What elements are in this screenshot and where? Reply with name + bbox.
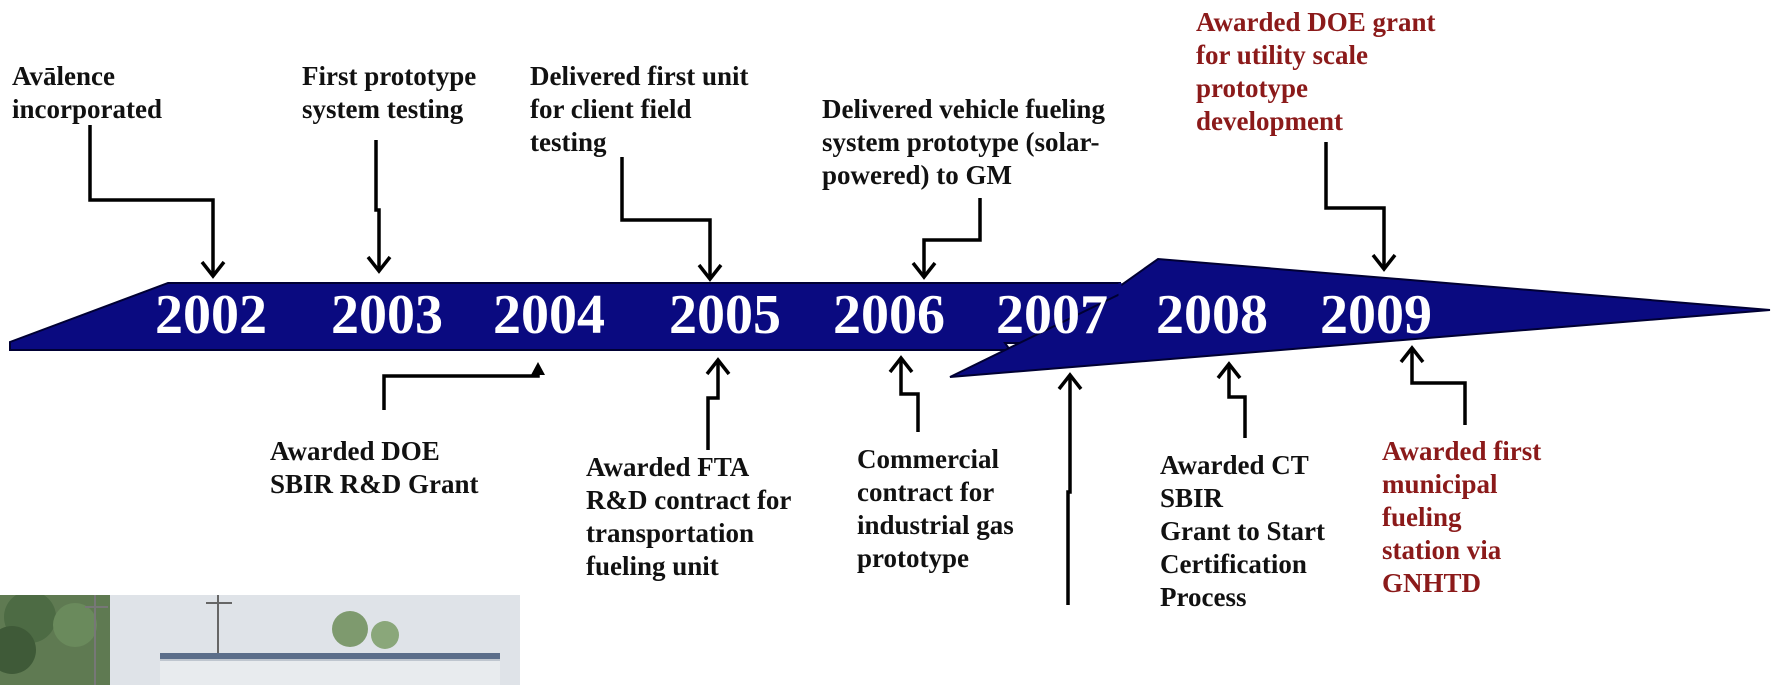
- connector-2007-below: [1066, 375, 1072, 605]
- timeline-band-right: [949, 257, 1771, 378]
- event-label-first-prototype: First prototype system testing: [302, 61, 477, 124]
- connector-2009-above: [1324, 142, 1386, 268]
- year-label-2003: 2003: [331, 284, 443, 346]
- year-label-2009: 2009: [1320, 284, 1432, 346]
- event-label-doe-sbir-grant: Awarded DOE SBIR R&D Grant: [270, 436, 479, 499]
- event-label-ct-sbir-grant: Awarded CT SBIR Grant to Start Certifica…: [1160, 450, 1325, 612]
- event-label-gm-prototype: Delivered vehicle fueling system prototy…: [822, 94, 1105, 190]
- connector-2004-below: [382, 366, 540, 410]
- event-label-municipal-station: Awarded first municipal fueling station …: [1382, 436, 1542, 598]
- year-label-2002: 2002: [155, 284, 267, 346]
- event-label-doe-utility-grant: Awarded DOE grant for utility scale prot…: [1196, 7, 1436, 136]
- year-label-2008: 2008: [1156, 284, 1268, 346]
- event-label-industrial-gas-contract: Commercial contract for industrial gas p…: [857, 444, 1014, 573]
- facility-photo: [0, 595, 520, 685]
- event-label-incorporated: Avālence incorporated: [12, 61, 162, 124]
- year-label-2004: 2004: [493, 284, 605, 346]
- arrowhead-2003: [366, 255, 392, 274]
- connector-2008-below: [1227, 364, 1247, 438]
- arrowhead-2005-below: [705, 357, 731, 376]
- event-label-first-unit-delivery: Delivered first unit for client field te…: [530, 61, 749, 157]
- year-label-2005: 2005: [669, 284, 781, 346]
- connector-2006-above: [922, 198, 982, 276]
- connector-2005-above: [620, 157, 712, 278]
- arrowhead-2007-below: [1057, 372, 1083, 391]
- arrowhead-2009-above: [1371, 253, 1397, 272]
- arrowhead-2008-below: [1216, 361, 1242, 380]
- arrowhead-2005-above: [697, 263, 723, 282]
- year-label-2007: 2007: [996, 284, 1108, 346]
- connector-2005-below: [706, 360, 720, 450]
- connector-2003: [374, 140, 381, 270]
- arrowhead-2004-below: [531, 362, 545, 375]
- connector-2006-below: [899, 358, 920, 432]
- arrowhead-2006-below: [888, 355, 914, 374]
- event-label-fta-contract: Awarded FTA R&D contract for transportat…: [586, 452, 792, 581]
- arrowhead-2009-below: [1399, 345, 1425, 364]
- connector-2009-below: [1410, 348, 1467, 425]
- arrowhead-2006-above: [911, 261, 937, 280]
- arrowhead-2002: [200, 260, 226, 279]
- connector-2002: [88, 125, 215, 275]
- year-label-2006: 2006: [833, 284, 945, 346]
